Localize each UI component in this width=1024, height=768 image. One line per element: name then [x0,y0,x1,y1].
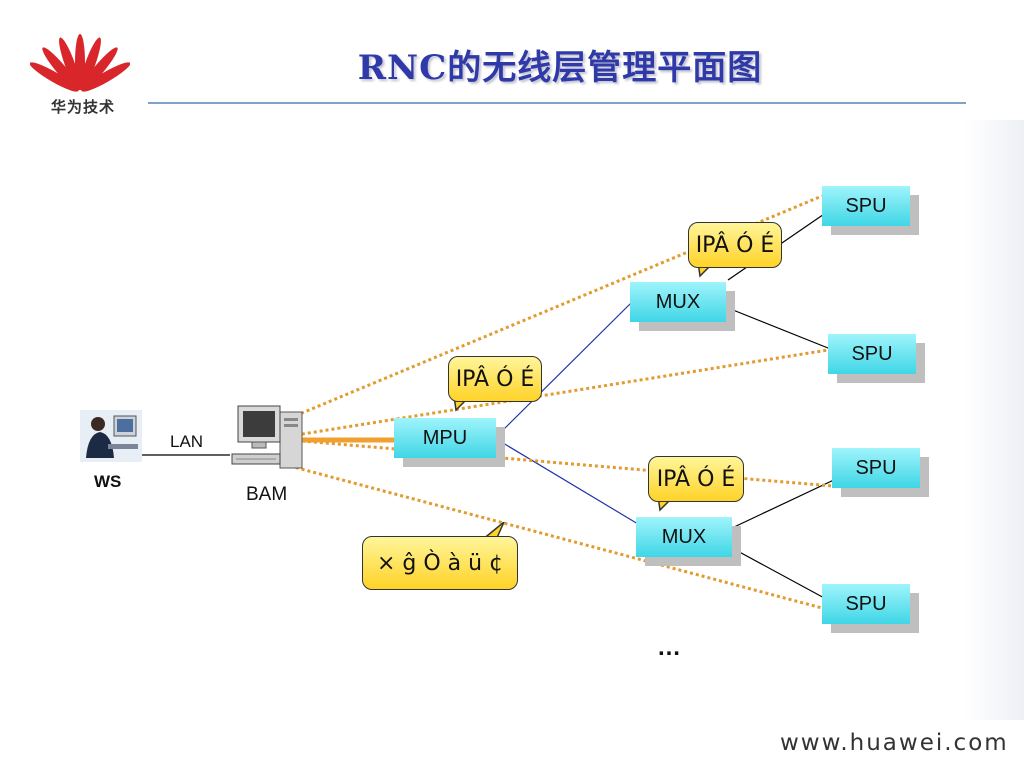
mux-spu-link [731,547,829,601]
callout-bubble: IPÂ Ó É [448,356,542,402]
bam-spu-dotted-link [289,464,823,610]
mux-node-top: MUX [630,282,726,322]
callout-bubble: × ĝ Ò à ü ¢ [362,536,518,590]
mpu-node: MPU [394,418,496,458]
mpu-mux-link [497,301,633,436]
callout-bubble: IPÂ Ó É [648,456,744,502]
title-divider [148,102,966,104]
bam-spu-dotted-link [289,438,833,488]
lan-label: LAN [170,432,204,451]
spu-label: SPU [845,194,887,217]
spu-label: SPU [851,342,893,365]
computer-icon [231,405,303,469]
workstation-icon [80,410,142,462]
more-nodes-ellipsis: … [657,634,682,661]
callout-bubble: IPÂ Ó É [688,222,782,268]
spu-node: SPU [822,186,910,226]
spu-label: SPU [855,456,897,479]
mux-node-bottom: MUX [636,517,732,557]
side-watermark [964,120,1024,720]
mux-spu-link [731,477,839,529]
ws-label: WS [94,472,122,491]
mux-label: MUX [655,290,701,313]
huawei-logo-icon [30,34,130,92]
spu-node: SPU [822,584,910,624]
spu-node: SPU [828,334,916,374]
spu-node: SPU [832,448,920,488]
bam-spu-dotted-link [289,348,829,438]
mux-label: MUX [661,525,707,548]
logo-text: 华为技术 [50,98,115,116]
mpu-label: MPU [422,426,468,449]
callout-tail [481,522,505,541]
mpu-mux-link [497,439,639,525]
footer-url: www.huawei.com [780,730,1009,756]
mux-spu-link [727,307,839,353]
bam-label: BAM [246,484,288,505]
spu-label: SPU [845,592,887,615]
page-title: RNC的无线层管理平面图 [357,48,763,88]
